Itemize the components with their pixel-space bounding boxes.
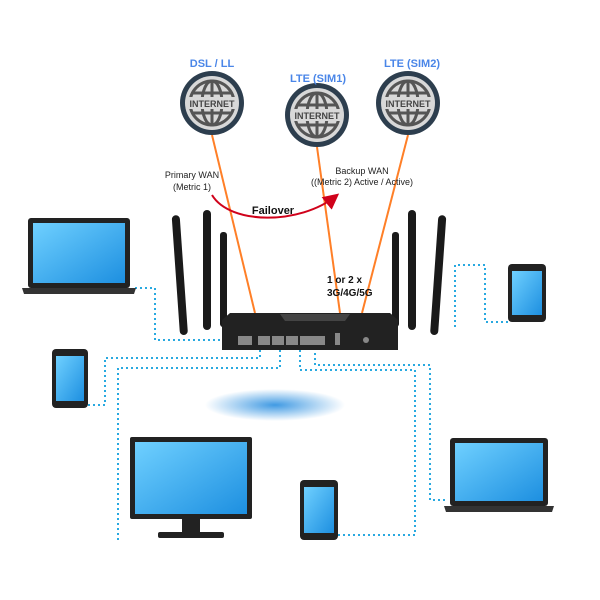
phone-left [52,349,88,408]
wan-line-sim1 [316,146,341,314]
antenna-icon [392,232,399,327]
svg-text:INTERNET: INTERNET [386,99,432,109]
antenna-icon [203,210,211,330]
source-label-dsl: DSL / LL [190,58,235,70]
failover-arrow [211,193,340,219]
modem-note-line2: 3G/4G/5G [327,288,373,299]
modem-note-line1: 1 or 2 x [327,275,362,286]
svg-text:INTERNET: INTERNET [190,99,236,109]
svg-text:INTERNET: INTERNET [295,111,341,121]
lan-link-laptop-right [314,345,445,501]
lan-link-phone-center [299,345,416,536]
lan-links [88,264,508,540]
phone-bottom-center [300,480,338,540]
router [171,210,447,350]
backup-wan-label: Backup WAN [335,166,388,176]
antenna-icon [408,210,416,330]
monitor-bottom-left [130,437,252,538]
internet-globe-dsl: INTERNET [178,69,246,137]
lan-port [300,336,312,345]
primary-wan-label: Primary WAN [165,170,219,180]
antenna-icon [171,215,188,336]
wan-port [238,336,252,345]
tablet-right [508,264,546,322]
lan-port [286,336,298,345]
lan-link-phone-left [88,345,261,406]
lan-port [258,336,270,345]
failover-label: Failover [252,205,295,217]
internet-globe-sim2: INTERNET [374,69,442,137]
backup-wan-metric: ((Metric 2) Active / Active) [311,177,413,187]
power-jack [363,337,369,343]
laptop-top-left [22,218,136,294]
source-label-sim2: LTE (SIM2) [384,58,440,70]
wan-line-dsl [211,134,256,314]
lan-link-laptop-left [135,287,230,341]
lan-port [312,336,325,345]
lan-port [272,336,284,345]
antenna-icon [430,215,447,336]
wan-line-sim2 [361,134,409,314]
internet-globe-sim1: INTERNET [283,81,351,149]
lan-link-monitor [117,345,281,540]
antenna-icon [220,232,227,327]
laptop-bottom-right [444,438,554,512]
usb-port [335,333,340,345]
wifi-glow [205,389,345,421]
source-label-sim1: LTE (SIM1) [290,73,346,85]
lan-link-tablet-right [454,264,508,330]
primary-wan-metric: (Metric 1) [173,182,211,192]
